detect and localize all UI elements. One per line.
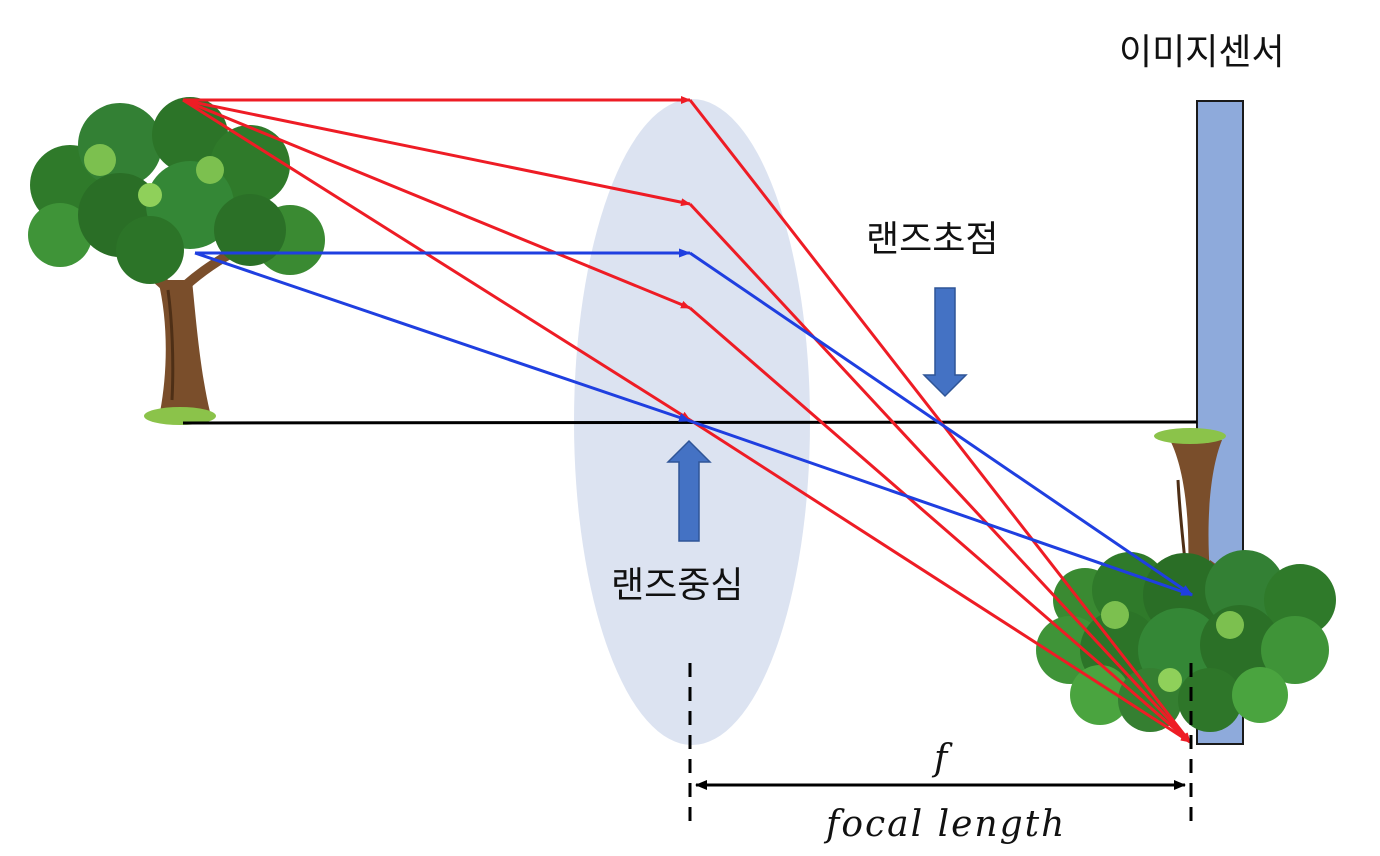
lens-center-label: 랜즈중심 [611, 565, 743, 606]
lens-focus-label: 랜즈초점 [866, 219, 998, 260]
f-symbol-label: f [931, 738, 953, 779]
blue-rays [194, 248, 1193, 597]
red-rays-incoming [182, 96, 691, 422]
image-sensor-label: 이미지센서 [1119, 32, 1285, 73]
inverted-tree-icon [1036, 428, 1336, 732]
lens-center-arrow [666, 439, 712, 542]
red-rays-refracted [688, 99, 1192, 744]
lens-focus-arrow [922, 287, 968, 398]
focal-length-label: focal length [823, 804, 1066, 845]
tree-icon [28, 97, 325, 425]
